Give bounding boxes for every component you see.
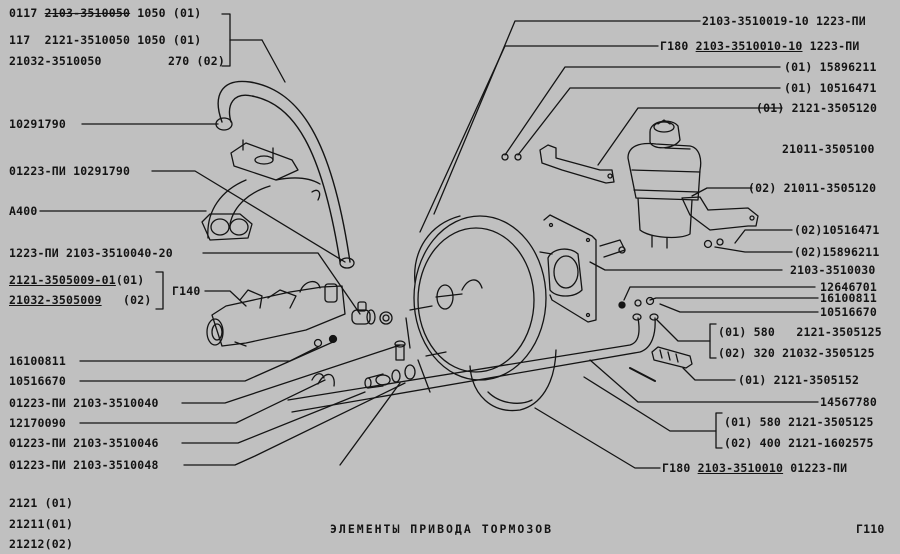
- label-fitting: 01223-ПИ 2103-3510040: [9, 396, 159, 410]
- hose-row-1-part: 2103-3510050: [44, 6, 131, 20]
- label-bracket-01: (01) 2121-3505120: [756, 101, 878, 115]
- leader-lines-right: [419, 20, 819, 469]
- label-washer-01: (01) 10516471: [784, 81, 877, 95]
- tube-group-1-row-1-length: 580: [753, 325, 775, 339]
- master-cyl-row-2-part: 21032-3505009: [9, 293, 102, 307]
- label-clamp-bottom: 01223-ПИ 10291790: [9, 164, 131, 178]
- label-washer-2: 01223-ПИ 2103-3510048: [9, 458, 159, 472]
- hose-row-2: 117 2121-3510050 1050 (01): [9, 34, 201, 47]
- fluid-reservoir: [627, 119, 702, 249]
- hose-row-1-variant: (01): [172, 6, 202, 20]
- hose-row-3-part: 21032-3510050: [9, 54, 102, 68]
- label-nut-1: 10516670: [9, 374, 66, 388]
- model-legend-2: 21211(01): [9, 517, 74, 531]
- label-nut-b: 10516670: [820, 305, 877, 319]
- hose-row-1-qty: 1050: [137, 6, 166, 20]
- tube-group-2-row-2-length: 400: [759, 436, 781, 450]
- label-washer-02: (02)10516471: [794, 223, 880, 237]
- label-manifold: А400: [9, 204, 38, 218]
- label-union: 1223-ПИ 2103-3510040-20: [9, 246, 173, 260]
- tube-group-1-row-2: (02) 320 21032-3505125: [718, 347, 875, 360]
- hose-row-2-part: 2121-3510050: [44, 33, 131, 47]
- master-cylinder: [206, 281, 346, 348]
- label-clamp-small: 12170090: [9, 416, 66, 430]
- booster-code: Г180: [660, 39, 689, 53]
- booster-suffix: 1223-ПИ: [809, 39, 860, 53]
- tube-group-1-row-2-variant: (02): [718, 346, 747, 360]
- label-booster-assembly: Г180 2103-3510010 01223-ПИ: [662, 462, 847, 475]
- label-gasket: 2103-3510030: [790, 263, 876, 277]
- tube-group-1-row-1: (01) 580 2121-3505125: [718, 326, 882, 339]
- intake-manifold: [201, 139, 321, 241]
- label-nut-a: 12646701: [820, 280, 877, 294]
- tube-group-2-row-1-variant: (01): [724, 415, 753, 429]
- hose-row-2-prefix: 117: [9, 33, 31, 47]
- master-cyl-row-2-variant: (02): [122, 293, 152, 307]
- tube-group-2-row-1-length: 580: [759, 415, 781, 429]
- label-valve: 2103-3510019-10 1223-ПИ: [702, 14, 866, 28]
- label-clamp-top: 10291790: [9, 117, 66, 131]
- master-cyl-row-1-part: 2121-3505009-01: [9, 273, 116, 287]
- tube-group-2-row-2: (02) 400 2121-1602575: [724, 437, 874, 450]
- small-nuts: [501, 153, 724, 309]
- brake-tubes: [287, 313, 659, 413]
- diagram-title: ЭЛЕМЕНТЫ ПРИВОДА ТОРМОЗОВ: [330, 522, 554, 536]
- reservoir-bracket-01: [539, 144, 615, 184]
- hose-row-3-tail: 270 (02): [168, 55, 225, 68]
- booster-part: 2103-3510010-10: [695, 39, 803, 53]
- label-booster: Г180 2103-3510010-10 1223-ПИ: [660, 40, 859, 53]
- tube-group-2-row-1: (01) 580 2121-3505125: [724, 416, 874, 429]
- booster-assembly-part: 2103-3510010: [697, 461, 784, 475]
- label-master-cylinder-code: Г140: [172, 284, 201, 298]
- tube-clip: [651, 346, 693, 369]
- label-pin: 14567780: [820, 395, 877, 409]
- tube-group-1-row-2-part: 21032-3505125: [782, 346, 875, 360]
- hose-row-2-qty: 1050: [137, 33, 166, 47]
- label-bolt: 01223-ПИ 2103-3510046: [9, 436, 159, 450]
- tube-group-1-row-2-length: 320: [753, 346, 775, 360]
- page-code: Г110: [856, 522, 885, 536]
- tube-group-2-row-1-part: 2121-3505125: [788, 415, 874, 429]
- label-bracket-02: (02) 21011-3505120: [748, 181, 877, 195]
- tube-group-2-row-2-part: 2121-1602575: [788, 436, 874, 450]
- label-nut-02: (02)15896211: [794, 245, 880, 259]
- label-reservoir: 21011-3505100: [782, 142, 875, 156]
- booster-assembly-suffix: 01223-ПИ: [790, 461, 848, 475]
- label-clip: (01) 2121-3505152: [738, 373, 860, 387]
- hose-row-2-variant: (01): [172, 33, 202, 47]
- label-washer-1: 16100811: [9, 354, 66, 368]
- tube-group-1-row-1-part: 2121-3505125: [796, 325, 882, 339]
- label-nut-01: (01) 15896211: [784, 60, 877, 74]
- hose-row-1: 0117 2103-3510050 1050 (01): [9, 7, 201, 20]
- reservoir-bracket-02: [681, 196, 759, 231]
- booster-assembly-code: Г180: [662, 461, 691, 475]
- hose-row-3: 21032-3510050: [9, 55, 102, 68]
- tube-group-1-row-1-variant: (01): [718, 325, 747, 339]
- hose-row-1-prefix: 0117: [9, 6, 38, 20]
- master-cyl-row-1: 2121-3505009-01(01): [9, 274, 144, 287]
- leader-lines-left: [39, 13, 406, 466]
- label-washer-a: 16100811: [820, 291, 877, 305]
- master-cyl-row-2: 21032-3505009 (02): [9, 294, 151, 307]
- pin: [629, 367, 656, 382]
- vacuum-hose: [215, 80, 355, 269]
- brake-booster: [409, 214, 626, 412]
- booster-linework: [405, 317, 431, 393]
- tee-fitting-parts: [311, 301, 416, 389]
- model-legend-3: 21212(02): [9, 537, 74, 551]
- hose-row-3-variant: (02): [196, 54, 225, 68]
- model-legend-1: 2121 (01): [9, 496, 74, 510]
- tube-group-2-row-2-variant: (02): [724, 436, 753, 450]
- master-cyl-row-1-variant: (01): [115, 273, 145, 287]
- hose-row-3-qty: 270: [168, 54, 190, 68]
